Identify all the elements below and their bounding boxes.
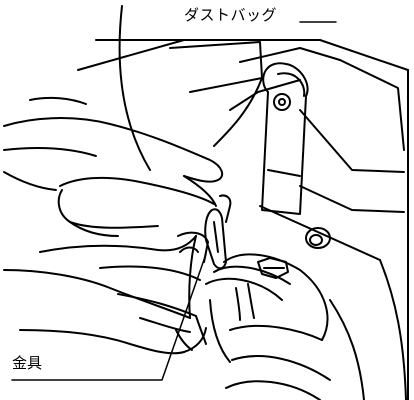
fitting-label: 金具 <box>12 354 45 372</box>
dust-bag-label: ダストバッグ <box>184 6 280 24</box>
upper-hand <box>3 96 224 237</box>
dust-bag-hose <box>205 253 331 400</box>
fitting-clip <box>204 194 232 270</box>
fitting-leader-line <box>11 253 207 381</box>
mounting-plate <box>261 62 309 215</box>
nozzle-bolts <box>257 227 331 279</box>
machine-housing <box>77 5 409 400</box>
lower-hand <box>3 231 209 355</box>
